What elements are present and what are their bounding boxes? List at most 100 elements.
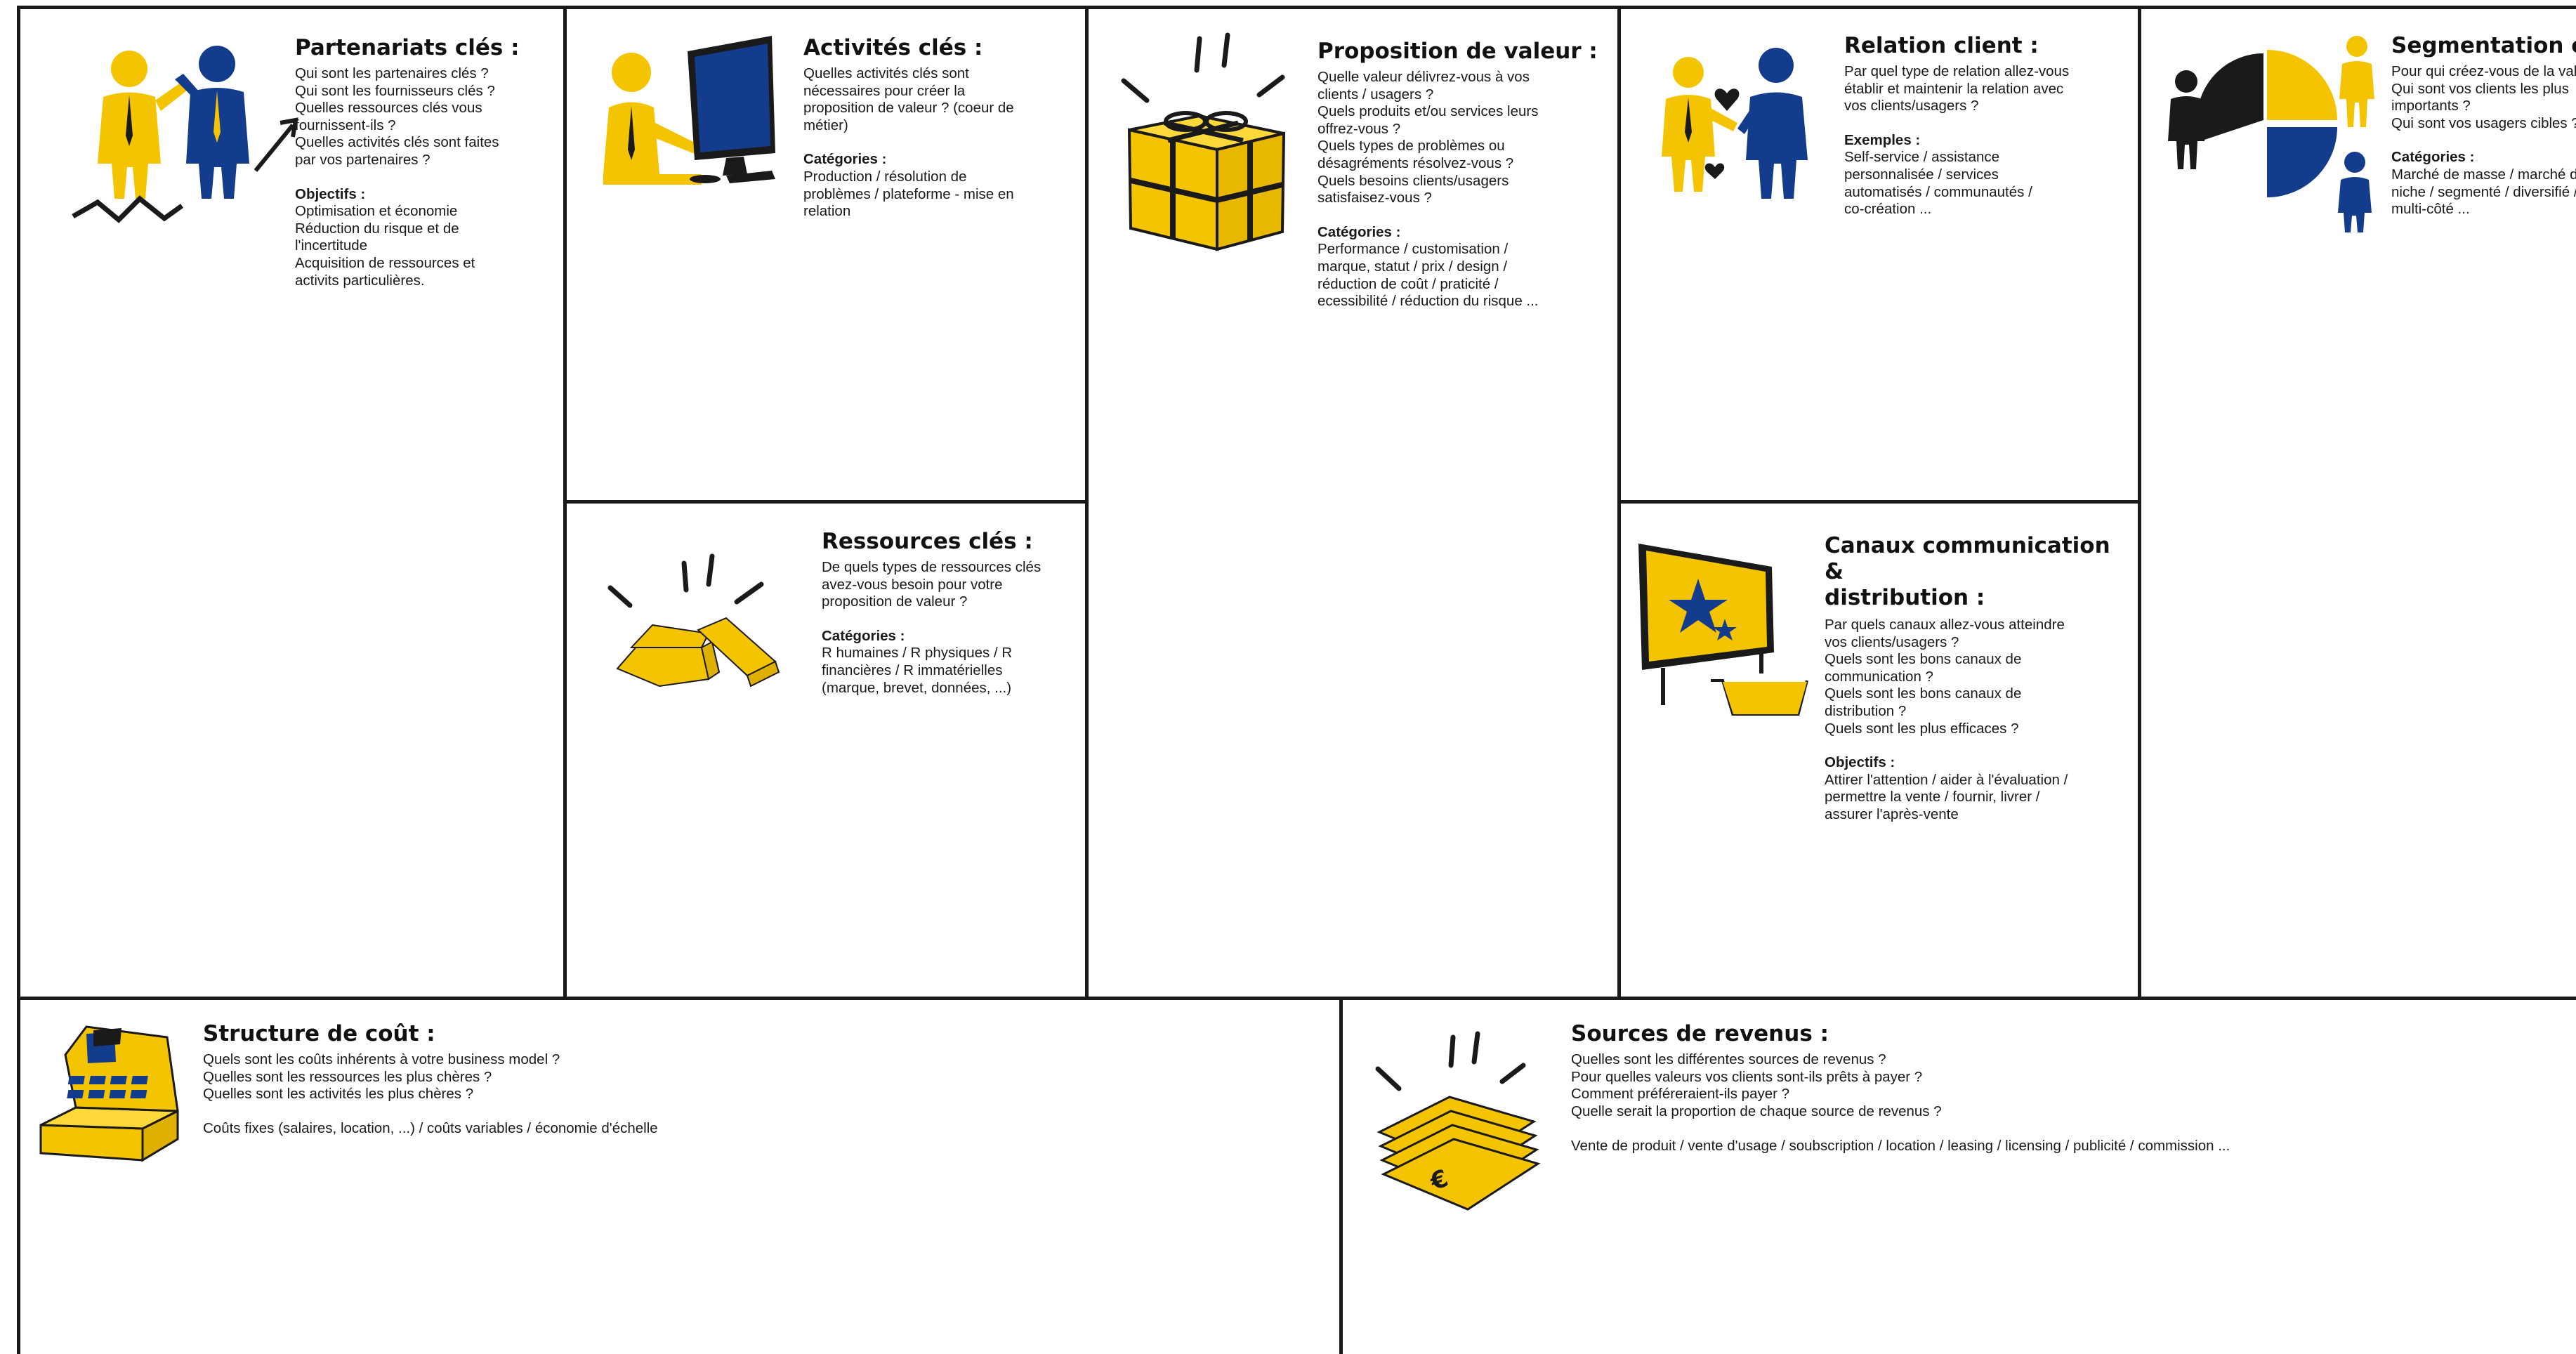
segmentation-question: importants ? (2391, 98, 2471, 114)
partenaires-objectif: l'incertitude (295, 237, 368, 254)
activites-categorie: Production / résolution de (803, 168, 967, 185)
canaux-question: Par quels canaux allez-vous atteindre (1825, 617, 2065, 633)
segmentation-title: Segmentation clients : (2391, 33, 2576, 58)
proposition-block: Proposition de valeur : Quelle valeur dé… (1089, 9, 1617, 997)
partenaires-objectif: activits particulières. (295, 272, 425, 289)
revenus-question: Quelles sont les différentes sources de … (1571, 1051, 1886, 1067)
cash-register-icon (37, 1020, 199, 1174)
activites-categorie: problèmes / plateforme - mise en (803, 185, 1014, 202)
proposition-categorie: ecessibilité / réduction du risque ... (1317, 293, 1539, 310)
partenaires-label: Objectifs : (295, 185, 366, 202)
canaux-question: Quels sont les bons canaux de (1825, 685, 2022, 702)
revenus-text: Sources de revenus : Quelles sont les di… (1571, 1021, 2554, 1155)
canaux-question: vos clients/usagers ? (1825, 633, 1959, 650)
activites-label: Catégories : (803, 151, 887, 168)
revenus-question: Quelle serait la proportion de chaque so… (1571, 1103, 1942, 1119)
proposition-label: Catégories : (1317, 223, 1401, 240)
segmentation-text: Segmentation clients : Pour qui créez-vo… (2391, 33, 2576, 218)
grid-line-relation-split (1617, 500, 2141, 504)
canaux-label: Objectifs : (1825, 754, 1895, 771)
activites-categorie: relation (803, 203, 851, 220)
segmentation-question: Qui sont vos usagers cibles ? (2391, 114, 2576, 131)
proposition-question: Quelle valeur délivrez-vous à vos (1317, 69, 1530, 85)
canaux-objectif: permettre la vente / fournir, livrer / (1825, 789, 2040, 806)
segmentation-categorie: multi-côté ... (2391, 201, 2470, 218)
canaux-objectif: Attirer l'attention / aider à l'évaluati… (1825, 771, 2068, 788)
grid-line-left (17, 6, 20, 1354)
people-relation-icon (1639, 44, 1822, 206)
grid-line-activites-split (563, 500, 1087, 504)
ressources-categorie: financières / R immatérielles (822, 662, 1003, 678)
relation-question: vos clients/usagers ? (1844, 98, 1979, 114)
activites-text: Activités clés : Quelles activités clés … (803, 35, 1077, 221)
segmentation-categorie: Marché de masse / marché de (2391, 166, 2576, 183)
segmentation-block: Segmentation clients : Pour qui créez-vo… (2141, 9, 2576, 997)
proposition-question: satisfaisez-vous ? (1317, 190, 1432, 206)
ressources-categorie: R humaines / R physiques / R (822, 645, 1013, 662)
handshake-partners-icon (70, 30, 301, 241)
ressources-label: Catégories : (822, 627, 905, 644)
proposition-question: Quels produits et/ou services leurs (1317, 103, 1539, 120)
relation-exemple: Self-service / assistance (1844, 149, 2000, 166)
ressources-block: Ressources clés : De quels types de ress… (567, 504, 1085, 997)
proposition-question: clients / usagers ? (1317, 86, 1434, 103)
partenaires-text: Partenariats clés : Qui sont les partena… (295, 35, 558, 289)
partenaires-question: Qui sont les partenaires clés ? (295, 65, 489, 81)
relation-question: établir et maintenir la relation avec (1844, 80, 2064, 97)
proposition-question: désagréments résolvez-vous ? (1317, 155, 1514, 171)
proposition-title: Proposition de valeur : (1317, 39, 1598, 64)
partenaires-question: par vos partenaires ? (295, 151, 431, 168)
proposition-categorie: marque, statut / prix / design / (1317, 258, 1508, 275)
proposition-question: Quels types de problèmes ou (1317, 138, 1505, 155)
couts-text: Structure de coût : Quels sont les coûts… (203, 1021, 905, 1138)
revenus-question: Pour quelles valeurs vos clients sont-il… (1571, 1068, 1923, 1085)
canaux-title-line2: distribution : (1825, 585, 1985, 610)
relation-block: Relation client : Par quel type de relat… (1621, 9, 2138, 500)
partenaires-objectif: Réduction du risque et de (295, 220, 459, 237)
partenaires-question: Qui sont les fournisseurs clés ? (295, 82, 495, 99)
activites-block: Activités clés : Quelles activités clés … (567, 9, 1085, 500)
gift-box-icon (1115, 25, 1298, 256)
activites-question: proposition de valeur ? (coeur de (803, 100, 1014, 117)
couts-question: Quelles sont les ressources les plus chè… (203, 1068, 492, 1085)
partenaires-question: Quelles activités clés sont faites (295, 134, 499, 151)
revenus-question: Comment préféreraient-ils payer ? (1571, 1086, 1790, 1103)
couts-title: Structure de coût : (203, 1021, 435, 1046)
canaux-title: Canaux communication & distribution : (1825, 533, 2134, 611)
grid-line-middle-h (17, 997, 2576, 1000)
proposition-question: offrez-vous ? (1317, 120, 1401, 137)
ressources-question: avez-vous besoin pour votre (822, 576, 1003, 593)
partenaires-objectif: Optimisation et économie (295, 203, 458, 220)
proposition-categorie: Performance / customisation / (1317, 241, 1509, 258)
couts-block: Structure de coût : Quels sont les coûts… (20, 1000, 1339, 1354)
ressources-question: proposition de valeur ? (822, 593, 968, 610)
couts-question: Quels sont les coûts inhérents à votre b… (203, 1051, 560, 1067)
relation-text: Relation client : Par quel type de relat… (1844, 33, 2132, 218)
proposition-categorie: réduction de coût / praticité / (1317, 275, 1499, 292)
canaux-text: Canaux communication & distribution : Pa… (1825, 533, 2134, 824)
activites-title: Activités clés : (803, 35, 983, 60)
partenaires-question: Quelles ressources clés vous (295, 100, 482, 117)
canaux-question: Quels sont les bons canaux de (1825, 651, 2022, 668)
canaux-objectif: assurer l'après-vente (1825, 806, 1959, 822)
ressources-categorie: (marque, brevet, données, ...) (822, 679, 1012, 696)
pie-people-icon (2158, 29, 2390, 232)
relation-exemple: co-création ... (1844, 201, 1932, 218)
activites-question: Quelles activités clés sont (803, 65, 969, 81)
ressources-text: Ressources clés : De quels types de ress… (822, 529, 1082, 697)
gold-bars-icon (603, 535, 786, 697)
banknotes-icon: € (1372, 1027, 1548, 1216)
relation-exemple: personnalisée / services (1844, 166, 1999, 183)
revenus-title: Sources de revenus : (1571, 1021, 1829, 1046)
canaux-question: distribution ? (1825, 702, 1907, 719)
ressources-question: De quels types de ressources clés (822, 559, 1041, 575)
proposition-text: Proposition de valeur : Quelle valeur dé… (1317, 39, 1612, 310)
couts-question: Quelles sont les activités les plus chèr… (203, 1086, 474, 1103)
relation-title: Relation client : (1844, 33, 2039, 58)
grid-line-top (17, 6, 2576, 9)
activites-question: nécessaires pour créer la (803, 82, 966, 99)
canaux-question: Quels sont les plus efficaces ? (1825, 720, 2019, 737)
segmentation-label: Catégories : (2391, 149, 2475, 166)
canaux-title-line1: Canaux communication & (1825, 533, 2110, 584)
revenus-categories: Vente de produit / vente d'usage / soubs… (1571, 1137, 2230, 1154)
